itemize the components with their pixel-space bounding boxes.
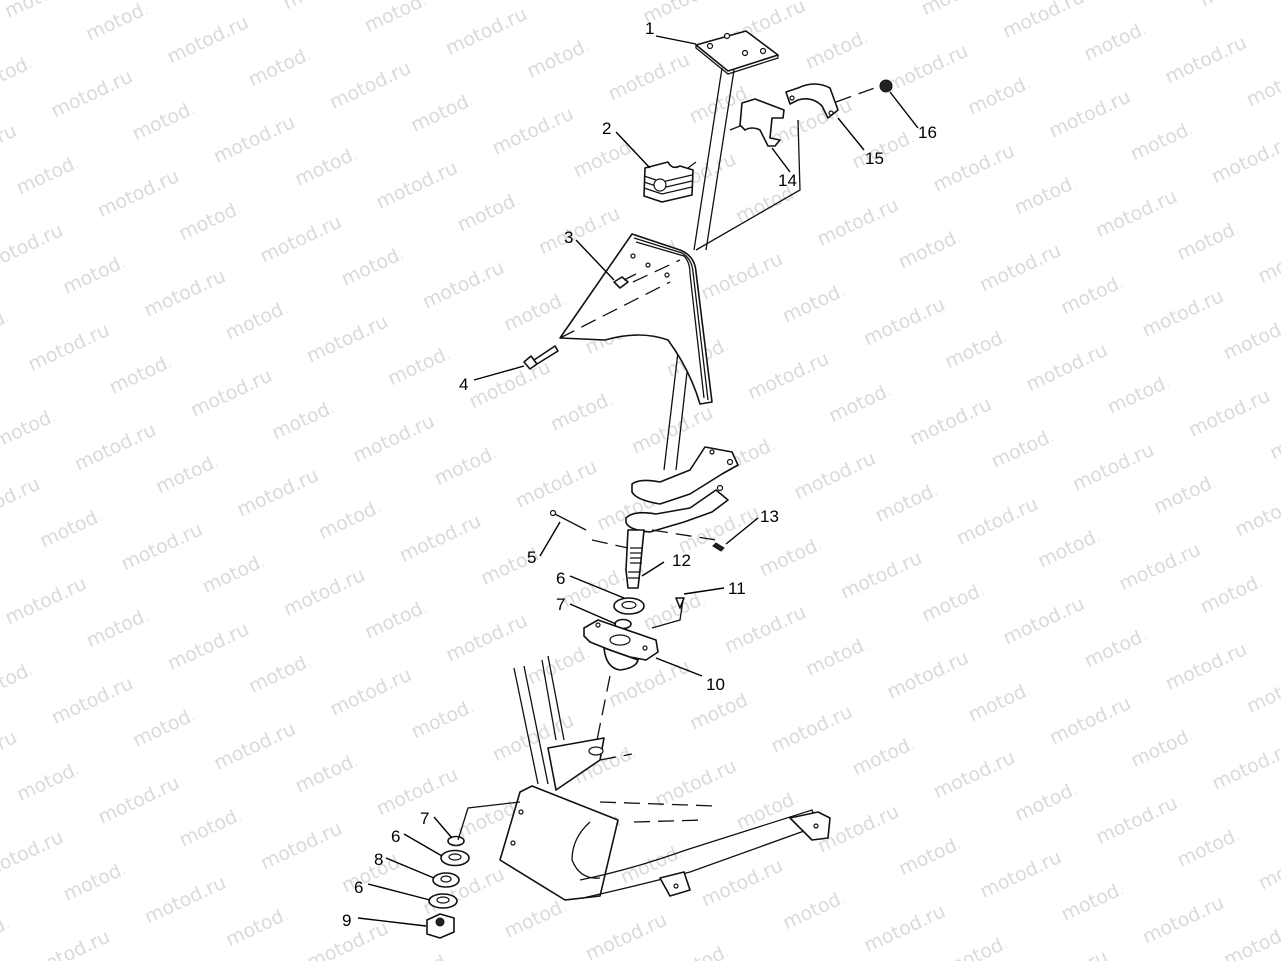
callout-1: 1	[645, 19, 655, 38]
callout-2: 2	[602, 119, 612, 138]
part-14-bushing	[739, 98, 785, 147]
callout-7-lower: 7	[420, 809, 430, 828]
callout-8: 8	[374, 850, 384, 869]
chassis-frame	[499, 655, 831, 901]
callout-14: 14	[778, 171, 797, 190]
callout-16: 16	[918, 123, 937, 142]
callout-11: 11	[728, 579, 746, 598]
callout-7: 7	[556, 595, 566, 614]
callout-6-low: 6	[354, 878, 364, 897]
callout-15: 15	[865, 149, 884, 168]
callout-12: 12	[672, 551, 691, 570]
callout-4: 4	[459, 375, 469, 394]
part-2-bushing-block	[643, 161, 694, 203]
part-3-bolt	[613, 273, 637, 289]
callout-6: 6	[556, 569, 566, 588]
callout-9: 9	[342, 911, 352, 930]
part-16-nut	[879, 79, 893, 93]
callout-13: 13	[760, 507, 779, 526]
part-4-bolt	[523, 345, 559, 370]
column-lower-bracket	[625, 446, 739, 533]
callout-5: 5	[527, 548, 537, 567]
callout-3: 3	[564, 228, 574, 247]
callout-6-mid: 6	[391, 827, 401, 846]
part-13-screw	[712, 542, 725, 552]
leader-lines	[357, 35, 919, 927]
column-bracket-plate	[559, 233, 713, 405]
part-7-oring-lower	[447, 835, 465, 847]
part-12-spline-shaft	[625, 529, 645, 589]
part-5-cotter-pin	[552, 512, 587, 531]
part-10-bearing-housing	[583, 619, 659, 671]
part-15-clamp	[785, 83, 839, 119]
callout-10: 10	[706, 675, 725, 694]
